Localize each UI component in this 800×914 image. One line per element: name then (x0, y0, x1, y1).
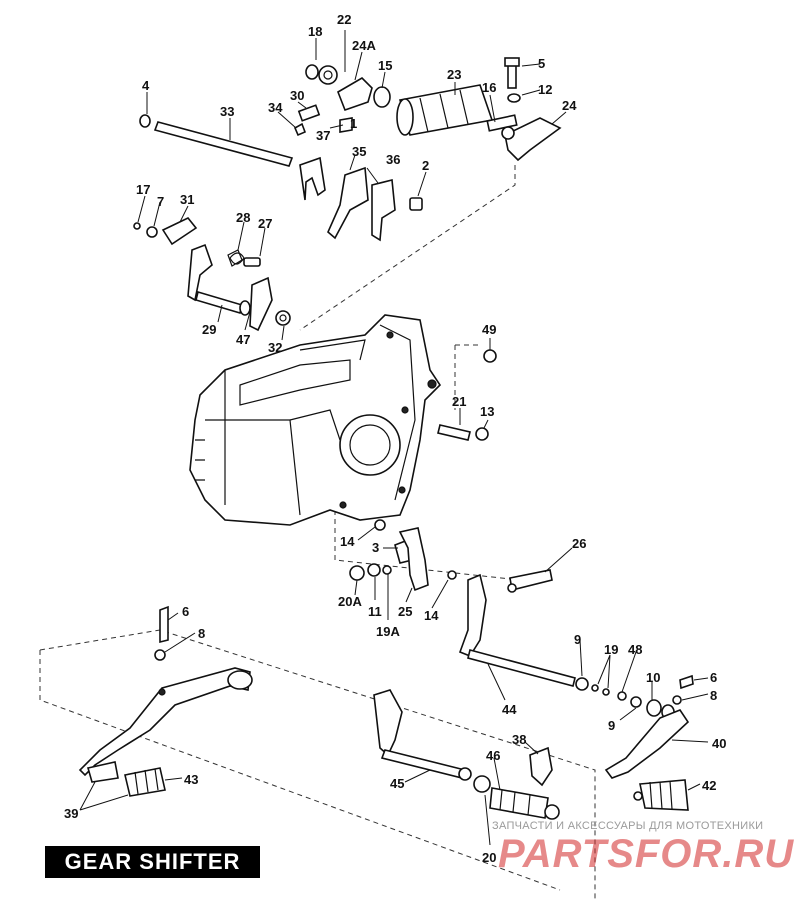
callout-44: 44 (502, 702, 517, 717)
callout-48: 48 (628, 642, 642, 657)
callout-23: 23 (447, 67, 461, 82)
fork-shaft (139, 114, 294, 167)
callout-6-left: 6 (182, 604, 189, 619)
callout-35: 35 (352, 144, 366, 159)
shifter-forks (299, 156, 423, 242)
callout-5: 5 (538, 56, 545, 71)
callout-24a: 24A (352, 38, 376, 53)
callout-36: 36 (386, 152, 400, 167)
callout-47: 47 (236, 332, 250, 347)
callout-33: 33 (220, 104, 234, 119)
callout-32: 32 (268, 340, 282, 355)
callout-20a: 20A (338, 594, 362, 609)
callout-25: 25 (398, 604, 412, 619)
callout-7: 7 (157, 194, 164, 209)
callout-46: 46 (486, 748, 500, 763)
callout-19: 19 (604, 642, 618, 657)
transmission-housing (189, 314, 442, 526)
shift-pedal-right (604, 709, 690, 811)
callout-11: 11 (368, 604, 382, 619)
callout-31: 31 (180, 192, 194, 207)
callout-16: 16 (482, 80, 496, 95)
assembly-guide-lines (39, 165, 596, 900)
shift-linkage-lower (349, 519, 694, 720)
callout-12: 12 (538, 82, 552, 97)
callout-26: 26 (572, 536, 586, 551)
callout-37: 37 (316, 128, 330, 143)
heel-toe-shifter (78, 605, 253, 797)
callout-21: 21 (452, 394, 466, 409)
callout-10: 10 (646, 670, 660, 685)
callout-4: 4 (142, 78, 150, 93)
callout-19a: 19A (376, 624, 400, 639)
watermark-caption: ЗАПЧАСТИ И АКСЕССУАРЫ ДЛЯ МОТОТЕХНИКИ (492, 820, 764, 832)
callout-15: 15 (378, 58, 392, 73)
callout-13: 13 (480, 404, 494, 419)
callout-14-a: 14 (340, 534, 355, 549)
callout-2: 2 (422, 158, 429, 173)
callout-34: 34 (268, 100, 283, 115)
callout-24: 24 (562, 98, 577, 113)
callout-1: 1 (350, 116, 357, 131)
callout-labels: 18 22 24A 15 5 23 12 16 24 4 33 34 30 37… (64, 12, 726, 865)
callout-9-top: 9 (574, 632, 581, 647)
callout-49: 49 (482, 322, 496, 337)
callout-45: 45 (390, 776, 404, 791)
shift-lever-shaft (373, 689, 560, 820)
callout-9-bottom: 9 (608, 718, 615, 733)
callout-28: 28 (236, 210, 250, 225)
callout-3: 3 (372, 540, 379, 555)
shifter-cam-assembly (293, 57, 562, 162)
callout-18: 18 (308, 24, 322, 39)
leader-lines (79, 30, 709, 846)
watermark-logo: PARTSFOR.RU (498, 832, 795, 876)
callout-38: 38 (512, 732, 526, 747)
callout-42: 42 (702, 778, 716, 793)
callout-30: 30 (290, 88, 304, 103)
callout-8-left: 8 (198, 626, 205, 641)
callout-39: 39 (64, 806, 78, 821)
diagram-title: GEAR SHIFTER (45, 846, 260, 878)
callout-8-right: 8 (710, 688, 717, 703)
callout-17: 17 (136, 182, 150, 197)
callout-20: 20 (482, 850, 496, 865)
callout-14-b: 14 (424, 608, 439, 623)
callout-22: 22 (337, 12, 351, 27)
callout-29: 29 (202, 322, 216, 337)
housing-fasteners (437, 349, 497, 441)
callout-40: 40 (712, 736, 726, 751)
lever-linkage (133, 217, 291, 332)
callout-6-right: 6 (710, 670, 717, 685)
callout-27: 27 (258, 216, 272, 231)
callout-43: 43 (184, 772, 198, 787)
